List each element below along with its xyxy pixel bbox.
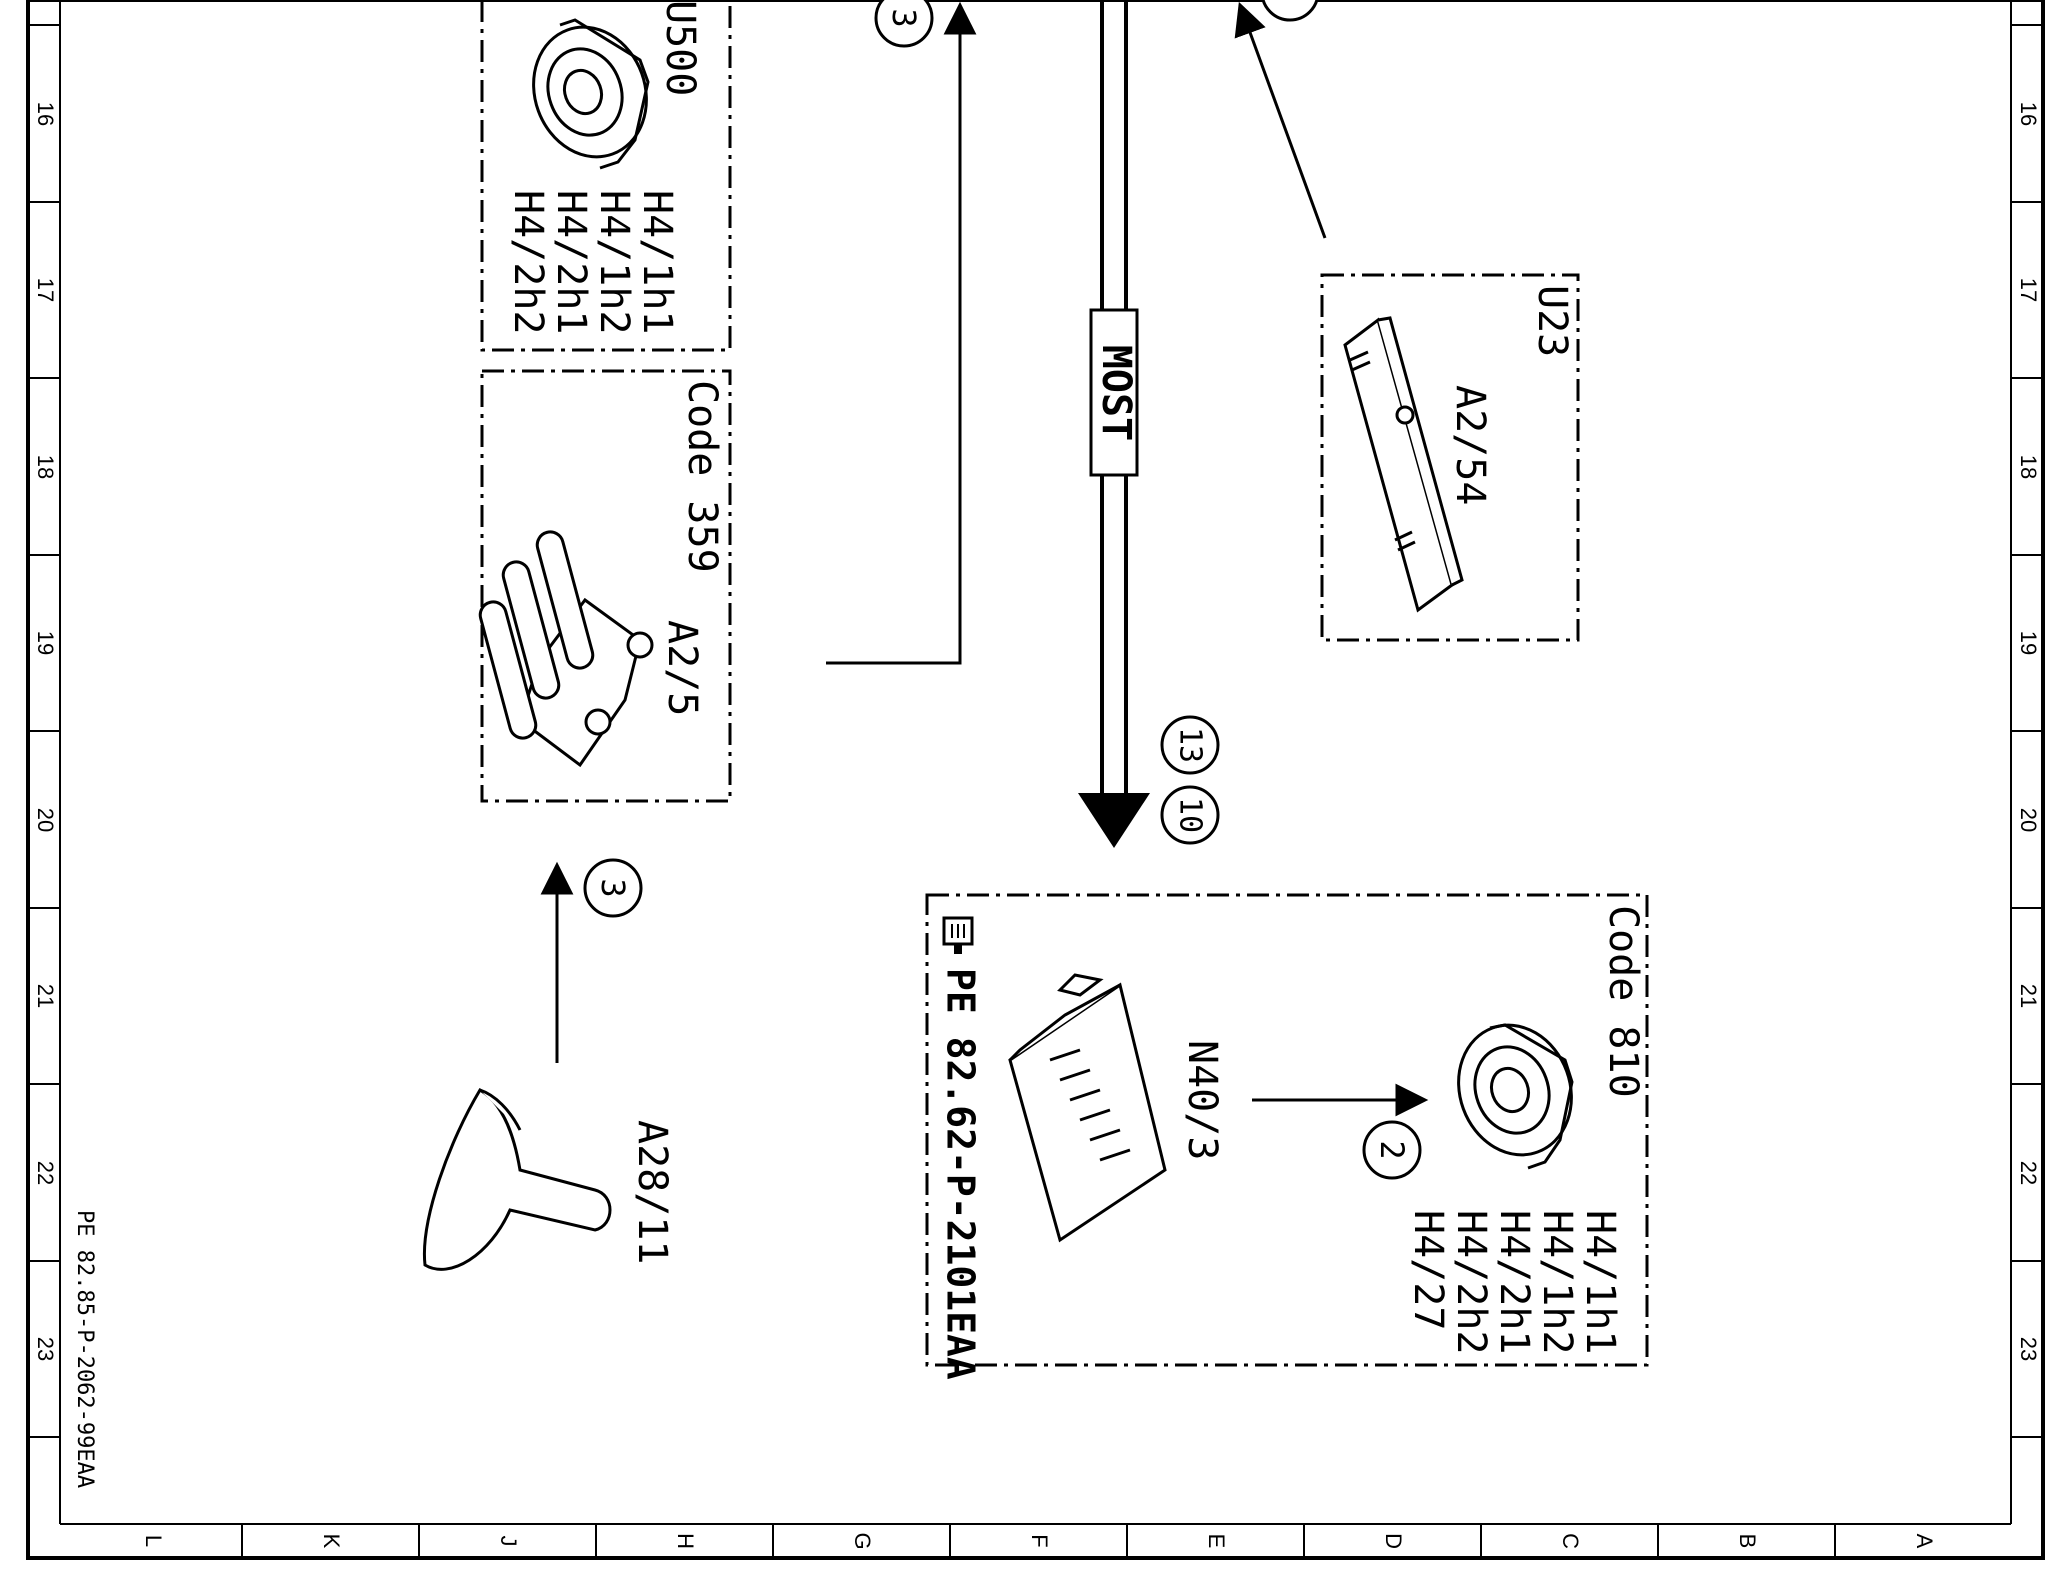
row-label-17-left: 17 xyxy=(33,278,58,302)
component-a28-11-label: A28/11 xyxy=(629,1120,675,1265)
drawing-frame xyxy=(26,0,2045,1560)
group-code-359-component: A2/5 xyxy=(659,620,705,716)
reference-hand-icon xyxy=(942,916,974,954)
group-code-810-item-1: H4/1h1 xyxy=(1577,1210,1623,1355)
column-label-k: K xyxy=(319,1534,344,1549)
row-label-20-left: 20 xyxy=(33,808,58,832)
group-code-810-reference: PE 82.62-P-2101EAA xyxy=(939,968,983,1380)
callout-top-right: 9 xyxy=(1261,0,1319,22)
group-u500-item-4: H4/2h2 xyxy=(505,190,551,335)
group-code-810: Code 810 N40/3 H4/1h1 H4/1h2 H4/2h1 H4/2… xyxy=(925,893,1649,1380)
row-labels-left: 16 17 18 19 20 21 22 23 xyxy=(33,102,58,1361)
component-a28-11: A28/11 xyxy=(422,861,675,1271)
column-label-l: L xyxy=(141,1535,166,1547)
callout-top-right-number: 9 xyxy=(1271,0,1309,2)
row-label-22-right: 22 xyxy=(2016,1161,2041,1185)
group-code-359: Code 359 A2/5 xyxy=(478,369,732,803)
group-code-810-item-4: H4/2h2 xyxy=(1448,1210,1494,1355)
group-u23-component: A2/54 xyxy=(1447,385,1493,505)
row-label-16-left: 16 xyxy=(33,102,58,126)
row-label-19-right: 19 xyxy=(2016,631,2041,655)
group-u500-item-2: H4/1h2 xyxy=(591,190,637,335)
group-u500-title: U500 xyxy=(657,0,703,96)
group-u500: U500 H4/1h1 H4/1h2 H4/2h1 H4/2h2 xyxy=(480,0,732,352)
callout-a28-arrow-number: 3 xyxy=(594,878,632,897)
group-u23: U23 A2/54 xyxy=(1234,1,1580,642)
u23-arrow xyxy=(1234,1,1327,239)
control-module-icon xyxy=(1343,316,1464,613)
column-label-f: F xyxy=(1027,1534,1052,1547)
callout-top-left: 3 xyxy=(874,0,934,48)
column-label-e: E xyxy=(1204,1534,1229,1549)
callout-n40-arrow-number: 2 xyxy=(1373,1140,1411,1159)
row-label-23-right: 23 xyxy=(2016,1337,2041,1361)
row-label-16-right: 16 xyxy=(2016,102,2041,126)
speaker-icon xyxy=(532,18,650,170)
row-label-23-left: 23 xyxy=(33,1337,58,1361)
a2-5-signal-line xyxy=(826,1,977,665)
selector-lever-icon xyxy=(422,1087,612,1271)
group-code-810-component: N40/3 xyxy=(1179,1040,1225,1160)
column-label-g: G xyxy=(850,1532,875,1549)
row-grid-ticks xyxy=(28,24,2043,1438)
column-label-a: A xyxy=(1912,1534,1937,1549)
group-code-810-item-5: H4/27 xyxy=(1405,1210,1451,1330)
document-reference: PE 82.85-P-2062-99EAA xyxy=(72,1210,97,1488)
amplifier-icon xyxy=(1008,973,1167,1243)
group-code-810-title: Code 810 xyxy=(1600,905,1646,1098)
callout-bus-10-number: 10 xyxy=(1173,797,1208,833)
group-code-810-item-3: H4/2h1 xyxy=(1491,1210,1537,1355)
row-label-22-left: 22 xyxy=(33,1161,58,1185)
row-label-18-right: 18 xyxy=(2016,455,2041,479)
most-bus-arrowhead xyxy=(1078,793,1150,848)
multi-connector-icon xyxy=(478,530,654,768)
column-label-d: D xyxy=(1381,1533,1406,1549)
callout-a28-arrow: 3 xyxy=(583,858,643,918)
most-bus: MOST xyxy=(1078,0,1150,848)
speaker-icon xyxy=(1457,1023,1574,1170)
callout-bus-13: 13 xyxy=(1160,715,1220,775)
row-label-18-left: 18 xyxy=(33,455,58,479)
group-code-810-item-2: H4/1h2 xyxy=(1534,1210,1580,1355)
group-u500-item-1: H4/1h1 xyxy=(634,190,680,335)
column-label-c: C xyxy=(1558,1533,1583,1549)
group-code-359-title: Code 359 xyxy=(679,380,725,573)
row-label-20-right: 20 xyxy=(2016,808,2041,832)
callout-n40-arrow: 2 xyxy=(1362,1120,1422,1180)
callout-top-left-number: 3 xyxy=(885,8,923,27)
column-labels: L K J H G F E D C B A xyxy=(141,1532,1937,1549)
column-label-b: B xyxy=(1735,1534,1760,1549)
row-label-19-left: 19 xyxy=(33,631,58,655)
most-bus-label: MOST xyxy=(1093,345,1139,441)
row-label-17-right: 17 xyxy=(2016,278,2041,302)
group-u23-title: U23 xyxy=(1529,285,1575,357)
row-label-21-left: 21 xyxy=(33,984,58,1008)
row-label-21-right: 21 xyxy=(2016,984,2041,1008)
callout-bus-10: 10 xyxy=(1160,785,1220,845)
callouts: 3 9 13 10 3 2 xyxy=(583,0,1422,1180)
row-labels-right: 16 17 18 19 20 21 22 23 xyxy=(2016,102,2041,1361)
column-label-j: J xyxy=(496,1536,521,1547)
group-u500-item-3: H4/2h1 xyxy=(548,190,594,335)
column-label-h: H xyxy=(673,1533,698,1549)
column-grid-ticks xyxy=(241,1524,1836,1558)
callout-bus-13-number: 13 xyxy=(1173,727,1208,763)
